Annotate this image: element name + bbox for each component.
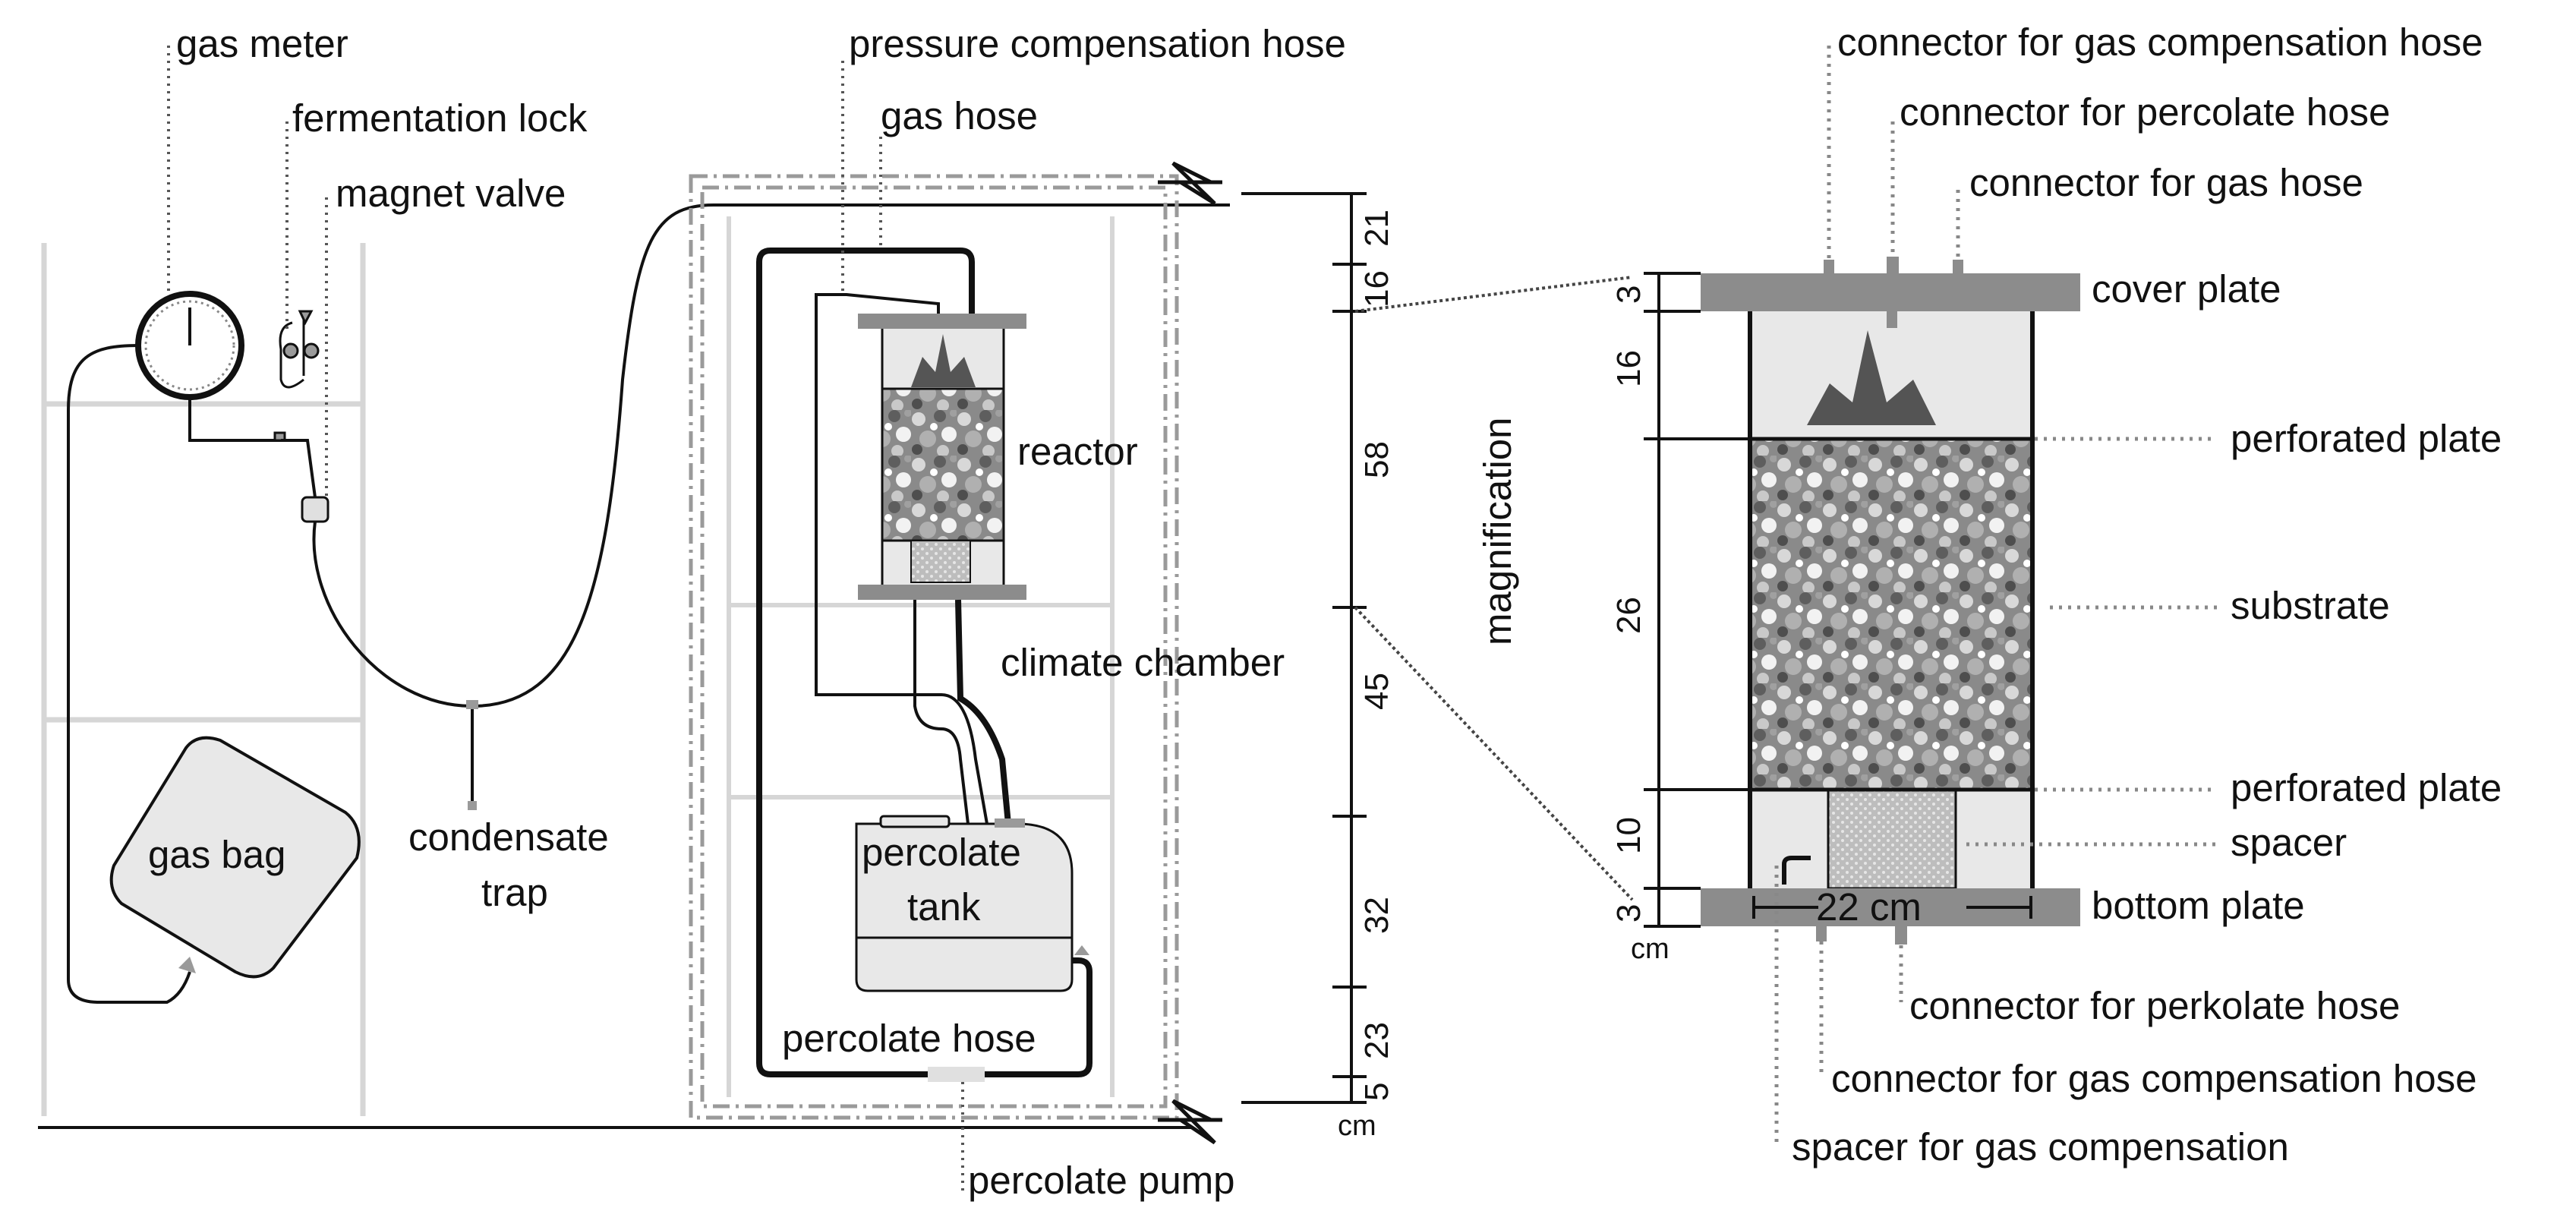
lock-to-valve-hose: [281, 439, 317, 498]
detail-right-leaders: [1966, 437, 2217, 847]
label-condensate-trap-2: trap: [481, 871, 548, 914]
label-spacer-gas-compensation: spacer for gas compensation: [1792, 1125, 2289, 1168]
gas-bag-hose: [67, 344, 191, 1004]
height-scale: [1241, 192, 1367, 1104]
scale-seg-21: 21: [1358, 210, 1395, 247]
scale-seg-45: 45: [1358, 673, 1395, 710]
fermentation-lock: [273, 310, 320, 442]
magnification-line-top: [1354, 276, 1633, 313]
left-rack: [41, 243, 366, 1116]
label-gas-bag: gas bag: [148, 833, 286, 876]
top-connector-stubs: [1824, 257, 1963, 275]
label-percolate-hose: percolate hose: [782, 1017, 1036, 1060]
label-gas-hose: gas hose: [881, 94, 1038, 137]
label-connector-gas-compensation-top: connector for gas compensation hose: [1837, 20, 2483, 64]
label-connector-gas-top: connector for gas hose: [1969, 161, 2363, 204]
label-percolate-tank-2: tank: [907, 885, 981, 929]
detail-dim-bottom: 3: [1610, 904, 1647, 922]
break-symbol-bottom: [1158, 1099, 1222, 1145]
detail-dim-spacer: 10: [1610, 817, 1647, 854]
detail-dim-substrate: 26: [1610, 597, 1647, 634]
detail-width-label: 22 cm: [1816, 885, 1922, 929]
scale-seg-23: 23: [1358, 1022, 1395, 1059]
label-spacer: spacer: [2231, 821, 2347, 864]
label-cover-plate: cover plate: [2092, 267, 2281, 311]
scale-seg-16: 16: [1358, 270, 1395, 308]
detail-dim-head: 16: [1610, 350, 1647, 387]
reactor: [858, 314, 1026, 600]
reactor-detail: [1701, 273, 2080, 926]
label-condensate-trap-1: condensate: [408, 815, 609, 859]
scale-seg-58: 58: [1358, 441, 1395, 478]
label-connector-gas-compensation-bottom: connector for gas compensation hose: [1831, 1057, 2477, 1100]
bottom-connector-leaders: [1774, 866, 1903, 1143]
label-reactor: reactor: [1017, 430, 1138, 473]
main-gas-hose: [312, 203, 1230, 708]
magnification-line-bottom: [1354, 606, 1634, 901]
label-connector-percolate-top: connector for percolate hose: [1900, 90, 2390, 134]
label-magnification: magnification: [1476, 418, 1519, 646]
gas-meter: [135, 291, 244, 400]
scale-seg-5: 5: [1358, 1083, 1395, 1101]
break-symbol-top: [1158, 161, 1222, 206]
label-fermentation-lock: fermentation lock: [292, 96, 588, 140]
top-connector-leaders: [1827, 46, 1960, 258]
label-perforated-plate-bottom: perforated plate: [2231, 766, 2502, 809]
label-connector-perkolate-bottom: connector for perkolate hose: [1909, 984, 2400, 1027]
label-bottom-plate: bottom plate: [2092, 884, 2305, 927]
width-dimension: [1752, 896, 2032, 919]
detail-scale: [1644, 272, 1750, 928]
label-gas-meter: gas meter: [176, 22, 348, 65]
label-percolate-tank-1: percolate: [862, 831, 1021, 874]
detail-unit: cm: [1631, 933, 1670, 965]
scale-seg-32: 32: [1358, 897, 1395, 934]
label-substrate: substrate: [2231, 584, 2390, 627]
label-perforated-plate-top: perforated plate: [2231, 417, 2502, 460]
meter-to-lock-hose: [188, 397, 281, 442]
label-magnet-valve: magnet valve: [336, 172, 566, 215]
chamber-hoses: [756, 248, 1093, 1077]
inner-rack: [727, 216, 1115, 1097]
gas-bag: [109, 736, 361, 979]
label-percolate-pump: percolate pump: [968, 1159, 1235, 1202]
magnet-valve: [301, 496, 329, 523]
bottom-connector-stubs: [1816, 926, 1907, 945]
condensate-trap: [466, 700, 478, 810]
label-pressure-compensation-hose: pressure compensation hose: [849, 22, 1346, 65]
label-climate-chamber: climate chamber: [1001, 641, 1285, 684]
percolate-tank: [855, 815, 1089, 992]
percolate-pump: [928, 1067, 985, 1082]
detail-dim-cover: 3: [1610, 285, 1647, 304]
climate-chamber-frame: [689, 174, 1179, 1120]
scale-unit: cm: [1338, 1110, 1376, 1142]
